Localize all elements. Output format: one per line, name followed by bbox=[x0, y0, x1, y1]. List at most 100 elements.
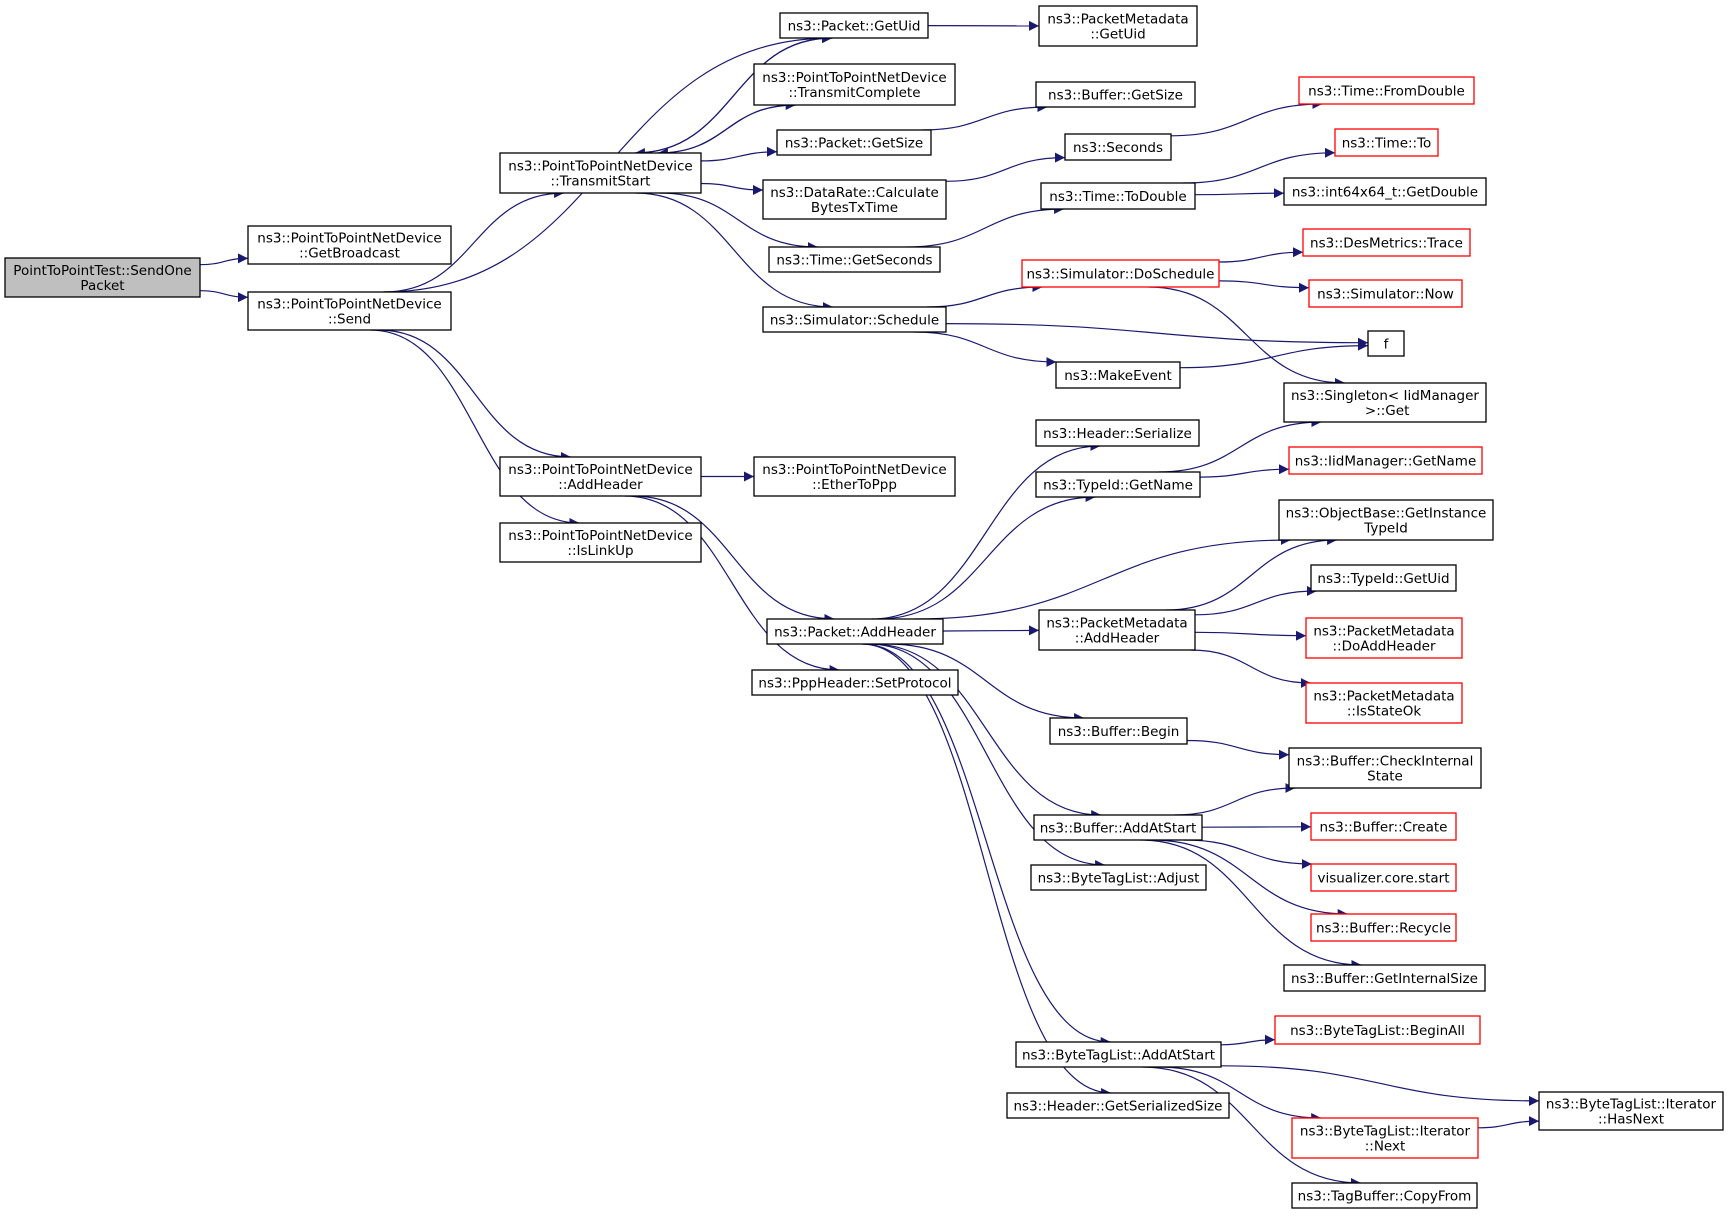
node-box bbox=[1055, 361, 1181, 389]
node-label-line: BytesTxTime bbox=[811, 200, 898, 216]
node-tagbuffer_copyfrom[interactable]: ns3::TagBuffer::CopyFrom bbox=[1291, 1182, 1478, 1209]
node-viz_start[interactable]: visualizer.core.start bbox=[1310, 863, 1457, 892]
node-desmetrics_trace[interactable]: ns3::DesMetrics::Trace bbox=[1302, 228, 1471, 257]
node-int64_getdouble[interactable]: ns3::int64x64_t::GetDouble bbox=[1283, 177, 1487, 206]
node-box bbox=[1033, 814, 1203, 841]
node-buffer_recycle[interactable]: ns3::Buffer::Recycle bbox=[1310, 913, 1457, 942]
node-pm_isstateok[interactable]: ns3::PacketMetadata::IsStateOk bbox=[1305, 682, 1463, 724]
node-ppp_setprotocol[interactable]: ns3::PppHeader::SetProtocol bbox=[751, 669, 959, 696]
node-box bbox=[1038, 5, 1198, 47]
edge-buffer_begin-to-buffer_checkinternal bbox=[1186, 739, 1290, 760]
node-box bbox=[1040, 182, 1196, 210]
node-label-line: ns3::PointToPointNetDevice bbox=[508, 159, 692, 175]
node-sim_now[interactable]: ns3::Simulator::Now bbox=[1308, 279, 1463, 308]
node-pm_getuid[interactable]: ns3::PacketMetadata::GetUid bbox=[1038, 5, 1198, 47]
node-transmitstart[interactable]: ns3::PointToPointNetDevice::TransmitStar… bbox=[499, 152, 702, 194]
node-buffer_begin[interactable]: ns3::Buffer::Begin bbox=[1049, 717, 1188, 745]
node-makeevent[interactable]: ns3::MakeEvent bbox=[1055, 361, 1181, 389]
node-time_getseconds[interactable]: ns3::Time::GetSeconds bbox=[768, 246, 941, 273]
node-label-line: ::TransmitComplete bbox=[788, 85, 920, 101]
node-transmitcomplete[interactable]: ns3::PointToPointNetDevice::TransmitComp… bbox=[753, 63, 956, 106]
node-label-line: ns3::Buffer::CheckInternal bbox=[1297, 754, 1474, 770]
node-btl_addatstart[interactable]: ns3::ByteTagList::AddAtStart bbox=[1015, 1041, 1222, 1068]
node-buffer_getsize[interactable]: ns3::Buffer::GetSize bbox=[1035, 81, 1196, 108]
node-label-line: ns3::Simulator::Schedule bbox=[770, 313, 939, 329]
edge-btl_addatstart-to-btl_iter_hasnext bbox=[1220, 1065, 1540, 1106]
node-header_serialize[interactable]: ns3::Header::Serialize bbox=[1035, 419, 1200, 447]
node-box bbox=[1274, 1015, 1481, 1045]
node-label-line: ns3::Header::Serialize bbox=[1043, 426, 1192, 442]
node-label-line: ::GetBroadcast bbox=[299, 246, 400, 262]
node-box bbox=[1367, 330, 1405, 357]
edge-btl_addatstart-to-btl_iter_next bbox=[1158, 1066, 1322, 1123]
node-getbroadcast[interactable]: ns3::PointToPointNetDevice::GetBroadcast bbox=[247, 225, 452, 265]
node-label-line: ::Send bbox=[328, 312, 371, 328]
edge-transmitstart-to-packet_getsize bbox=[700, 146, 778, 162]
node-iid_getname[interactable]: ns3::IidManager::GetName bbox=[1288, 446, 1483, 475]
edge-packet_addheader-to-pm_addheader bbox=[942, 625, 1040, 636]
node-time_todouble[interactable]: ns3::Time::ToDouble bbox=[1040, 182, 1196, 210]
node-pm_doaddheader[interactable]: ns3::PacketMetadata::DoAddHeader bbox=[1305, 617, 1463, 659]
node-typeid_getuid[interactable]: ns3::TypeId::GetUid bbox=[1310, 564, 1457, 592]
node-packet_getsize[interactable]: ns3::Packet::GetSize bbox=[776, 129, 932, 156]
node-label-line: ns3::Packet::GetUid bbox=[788, 19, 921, 35]
node-btl_beginall[interactable]: ns3::ByteTagList::BeginAll bbox=[1274, 1015, 1481, 1045]
node-sim_schedule[interactable]: ns3::Simulator::Schedule bbox=[762, 306, 947, 333]
node-btl_adjust[interactable]: ns3::ByteTagList::Adjust bbox=[1030, 864, 1207, 891]
node-packet_getuid[interactable]: ns3::Packet::GetUid bbox=[779, 12, 929, 39]
node-send[interactable]: ns3::PointToPointNetDevice::Send bbox=[247, 291, 452, 331]
node-label-line: ::HasNext bbox=[1598, 1112, 1664, 1128]
edge-sim_schedule-to-makeevent bbox=[913, 331, 1057, 367]
node-box bbox=[1298, 76, 1475, 105]
node-label-line: ns3::ByteTagList::AddAtStart bbox=[1022, 1048, 1215, 1064]
node-btl_iter_next[interactable]: ns3::ByteTagList::Iterator::Next bbox=[1291, 1117, 1479, 1159]
edge-pm_addheader-to-pm_doaddheader bbox=[1194, 630, 1307, 641]
node-box bbox=[1291, 1182, 1478, 1209]
node-box bbox=[1288, 446, 1483, 475]
node-buffer_getinternalsize[interactable]: ns3::Buffer::GetInternalSize bbox=[1283, 964, 1486, 992]
node-time_fromdouble[interactable]: ns3::Time::FromDouble bbox=[1298, 76, 1475, 105]
node-typeid_getname[interactable]: ns3::TypeId::GetName bbox=[1035, 471, 1201, 498]
edge-time_todouble-to-time_to bbox=[1183, 147, 1336, 184]
edge-packet_addheader-to-objectbase_gettypeid bbox=[914, 535, 1291, 620]
node-box bbox=[1006, 1092, 1230, 1119]
edge-packet_addheader-to-header_serialize bbox=[871, 441, 1101, 620]
node-time_to[interactable]: ns3::Time::To bbox=[1334, 128, 1439, 157]
node-seconds[interactable]: ns3::Seconds bbox=[1064, 133, 1172, 161]
node-label-line: TypeId bbox=[1363, 521, 1408, 537]
node-label-line: ns3::Time::FromDouble bbox=[1308, 84, 1465, 100]
node-box bbox=[499, 456, 702, 497]
node-label-line: ns3::PacketMetadata bbox=[1313, 624, 1454, 640]
node-box bbox=[1305, 617, 1463, 659]
edge-sim_doschedule-to-sim_now bbox=[1218, 280, 1310, 293]
node-singleton_get[interactable]: ns3::Singleton< IidManager >::Get bbox=[1283, 382, 1487, 423]
node-header_getserializedsize[interactable]: ns3::Header::GetSerializedSize bbox=[1006, 1092, 1230, 1119]
node-label-line: ns3::Buffer::GetSize bbox=[1048, 88, 1183, 104]
node-packet_addheader[interactable]: ns3::Packet::AddHeader bbox=[766, 618, 944, 645]
node-label-line: ::TransmitStart bbox=[551, 174, 651, 190]
node-f[interactable]: f bbox=[1367, 330, 1405, 357]
edge-send-to-addheader_dev bbox=[378, 329, 571, 462]
edge-sim_schedule-to-sim_doschedule bbox=[926, 282, 1043, 308]
node-label-line: ns3::ByteTagList::Adjust bbox=[1038, 871, 1200, 887]
edge-packet_addheader-to-header_getserializedsize bbox=[861, 643, 1112, 1098]
node-btl_iter_hasnext[interactable]: ns3::ByteTagList::Iterator::HasNext bbox=[1538, 1091, 1724, 1131]
node-ethertoppp[interactable]: ns3::PointToPointNetDevice::EtherToPpp bbox=[753, 456, 956, 497]
edge-pm_addheader-to-pm_isstateok bbox=[1190, 649, 1311, 688]
node-addheader_dev[interactable]: ns3::PointToPointNetDevice::AddHeader bbox=[499, 456, 702, 497]
node-layer: PointToPointTest::SendOnePacketns3::Poin… bbox=[4, 5, 1724, 1209]
edge-buffer_addatstart-to-viz_start bbox=[1184, 839, 1312, 869]
edge-typeid_getname-to-singleton_get bbox=[1158, 417, 1322, 473]
node-sim_doschedule[interactable]: ns3::Simulator::DoSchedule bbox=[1021, 259, 1220, 288]
edge-packet_getuid-to-transmitstart bbox=[634, 37, 833, 158]
node-buffer_create[interactable]: ns3::Buffer::Create bbox=[1310, 812, 1457, 841]
node-box bbox=[751, 669, 959, 696]
node-label-line: ::EtherToPpp bbox=[812, 477, 897, 493]
node-pm_addheader[interactable]: ns3::PacketMetadata::AddHeader bbox=[1038, 609, 1196, 651]
node-label-line: ns3::Buffer::Create bbox=[1320, 820, 1448, 836]
node-islinkup[interactable]: ns3::PointToPointNetDevice::IsLinkUp bbox=[499, 522, 702, 563]
node-buffer_addatstart[interactable]: ns3::Buffer::AddAtStart bbox=[1033, 814, 1203, 841]
